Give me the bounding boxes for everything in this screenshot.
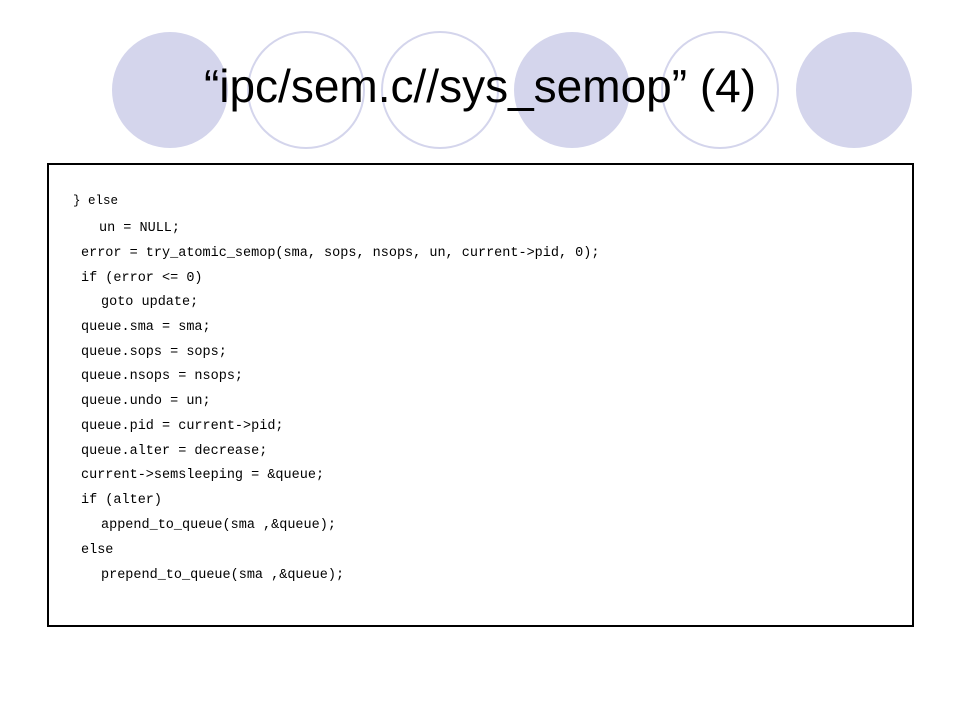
decor-circle — [514, 32, 630, 148]
code-line: prepend_to_queue(sma ,&queue); — [101, 568, 345, 583]
slide-title: “ipc/sem.c//sys_semop” (4) — [203, 60, 757, 112]
code-line: queue.sma = sma; — [81, 320, 211, 335]
code-line: queue.nsops = nsops; — [81, 369, 244, 384]
code-line: else — [81, 543, 114, 558]
code-line: goto update; — [101, 295, 199, 310]
decor-circle — [247, 31, 365, 149]
code-line: queue.pid = current->pid; — [81, 419, 284, 434]
code-line: current->semsleeping = &queue; — [81, 468, 325, 483]
code-line: if (error <= 0) — [81, 271, 203, 286]
decor-circle — [381, 31, 499, 149]
code-line: un = NULL; — [99, 221, 181, 236]
decor-circle — [112, 32, 228, 148]
code-line: queue.sops = sops; — [81, 345, 227, 360]
decorative-circles — [112, 31, 912, 149]
code-line: append_to_queue(sma ,&queue); — [101, 518, 336, 533]
code-line: queue.alter = decrease; — [81, 444, 268, 459]
code-line: } else — [73, 194, 119, 208]
code-box: } else un = NULL; error = try_atomic_sem… — [47, 163, 914, 627]
code-line: queue.undo = un; — [81, 394, 211, 409]
code-line: error = try_atomic_semop(sma, sops, nsop… — [81, 246, 600, 261]
decor-circle — [661, 31, 779, 149]
code-line: if (alter) — [81, 493, 163, 508]
decor-circle — [796, 32, 912, 148]
